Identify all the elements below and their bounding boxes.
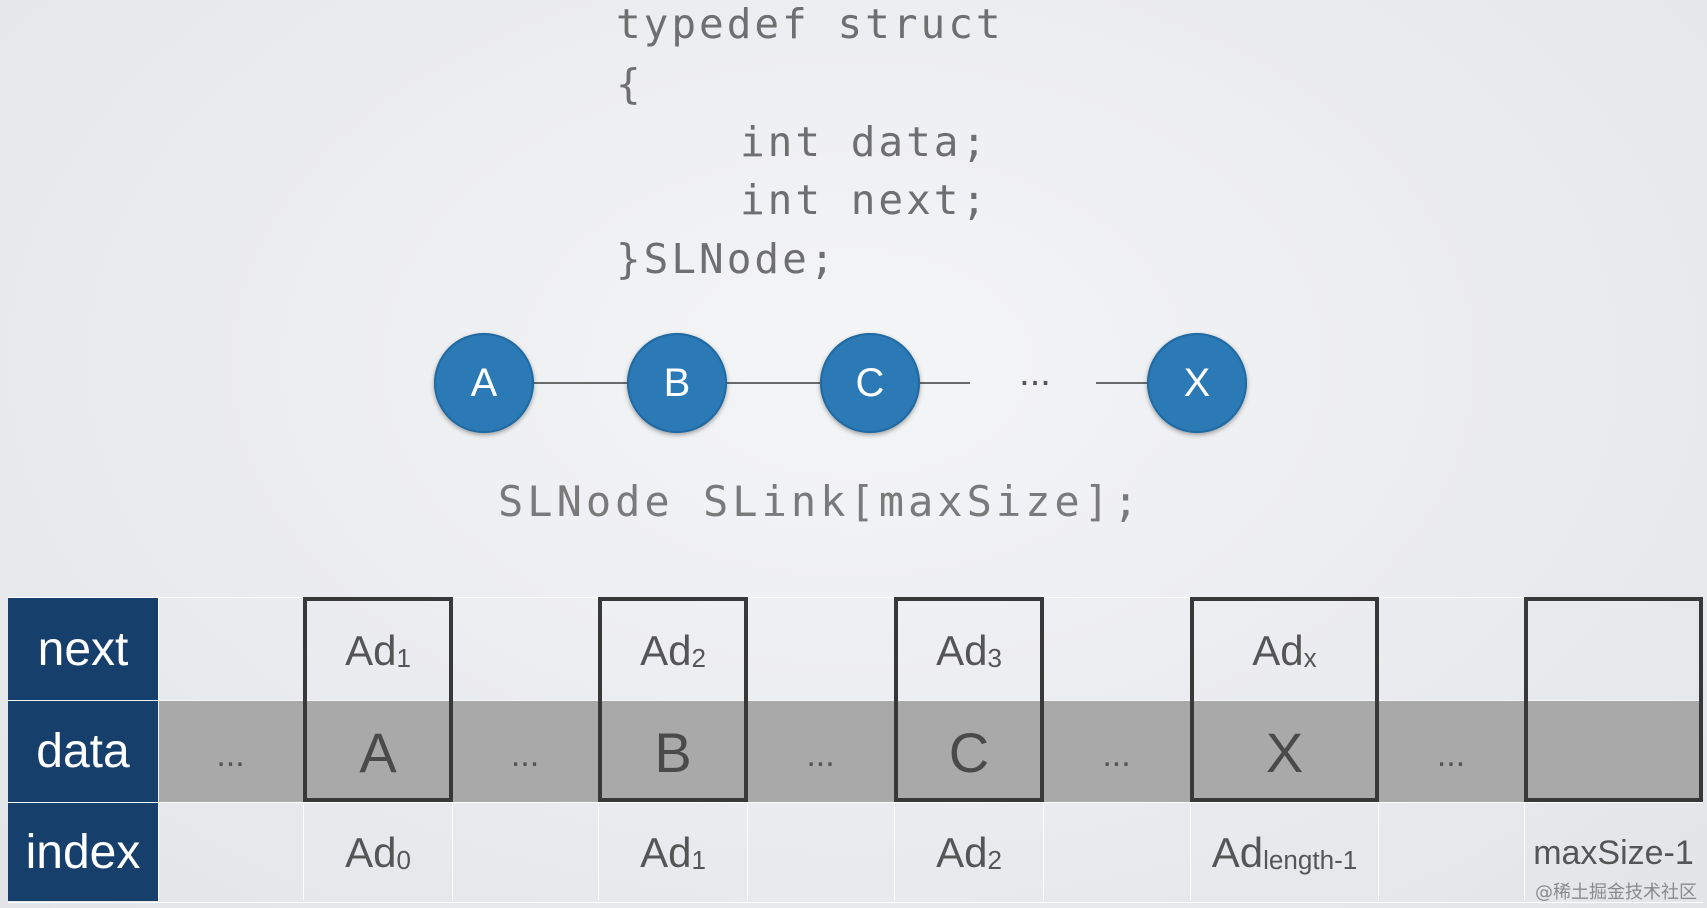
row-header-data: data [8, 701, 158, 802]
code-line-int-data: int data; [740, 118, 990, 166]
chain-node-a: A [434, 333, 534, 433]
data-cell-x: X [1265, 720, 1304, 784]
data-row-band [8, 700, 1703, 802]
index-subscript: 0 [396, 844, 411, 875]
node-box-c [894, 597, 1044, 802]
watermark: @稀土掘金技术社区 [1535, 882, 1697, 903]
next-subscript: 3 [987, 642, 1002, 673]
chain-node-x: X [1147, 333, 1247, 433]
code-line-close-slnode: }SLNode; [616, 235, 838, 283]
code-line-open-brace: { [616, 60, 644, 108]
data-gap-ellipsis: ... [1102, 735, 1131, 774]
chain-link-ellipsis-x [1096, 382, 1150, 384]
row-header-next: next [8, 598, 158, 700]
data-gap-ellipsis: ... [806, 735, 835, 774]
row-separator-data-index [8, 802, 1703, 803]
chain-node-b: B [627, 333, 727, 433]
node-box-last [1524, 597, 1703, 802]
index-subscript: 1 [691, 844, 706, 875]
data-cell-c: C [948, 720, 990, 784]
chain-link-c-ellipsis [920, 382, 970, 384]
code-line-typedef: typedef struct [616, 0, 1004, 48]
row-separator-top [8, 597, 1703, 598]
chain-node-c: C [820, 333, 920, 433]
column-separator [158, 598, 159, 900]
next-subscript: x [1303, 642, 1317, 673]
row-header-index: index [8, 803, 158, 901]
chain-link-a-b [534, 382, 628, 384]
index-value: Ad [1211, 829, 1264, 876]
row-separator-next-data [8, 700, 1703, 701]
node-box-x [1190, 597, 1379, 802]
data-gap-ellipsis: ... [510, 735, 540, 774]
chain-ellipsis: ... [1019, 352, 1051, 394]
index-cell-max: maxSize-1 [1533, 833, 1694, 872]
index-value: Ad [640, 829, 692, 876]
next-value: Ad [936, 627, 988, 674]
next-value: Ad [345, 627, 397, 674]
index-subscript: length-1 [1263, 844, 1358, 875]
code-line-int-next: int next; [740, 176, 990, 224]
next-subscript: 1 [396, 642, 411, 673]
array-declaration: SLNode SLink[maxSize]; [498, 477, 1143, 526]
data-gap-ellipsis: ... [1436, 735, 1466, 774]
chain-link-b-c [727, 382, 821, 384]
data-cell-a: A [359, 720, 397, 784]
data-cell-b: B [654, 720, 692, 784]
row-separator-bottom [8, 902, 1703, 903]
index-value: Ad [936, 829, 988, 876]
next-subscript: 2 [691, 642, 706, 673]
data-gap-ellipsis: ... [216, 735, 245, 774]
node-box-a [303, 597, 453, 802]
index-value: Ad [345, 829, 397, 876]
node-box-b [598, 597, 748, 802]
next-value: Ad [640, 627, 692, 674]
index-subscript: 2 [987, 844, 1002, 875]
next-value: Ad [1252, 627, 1304, 674]
